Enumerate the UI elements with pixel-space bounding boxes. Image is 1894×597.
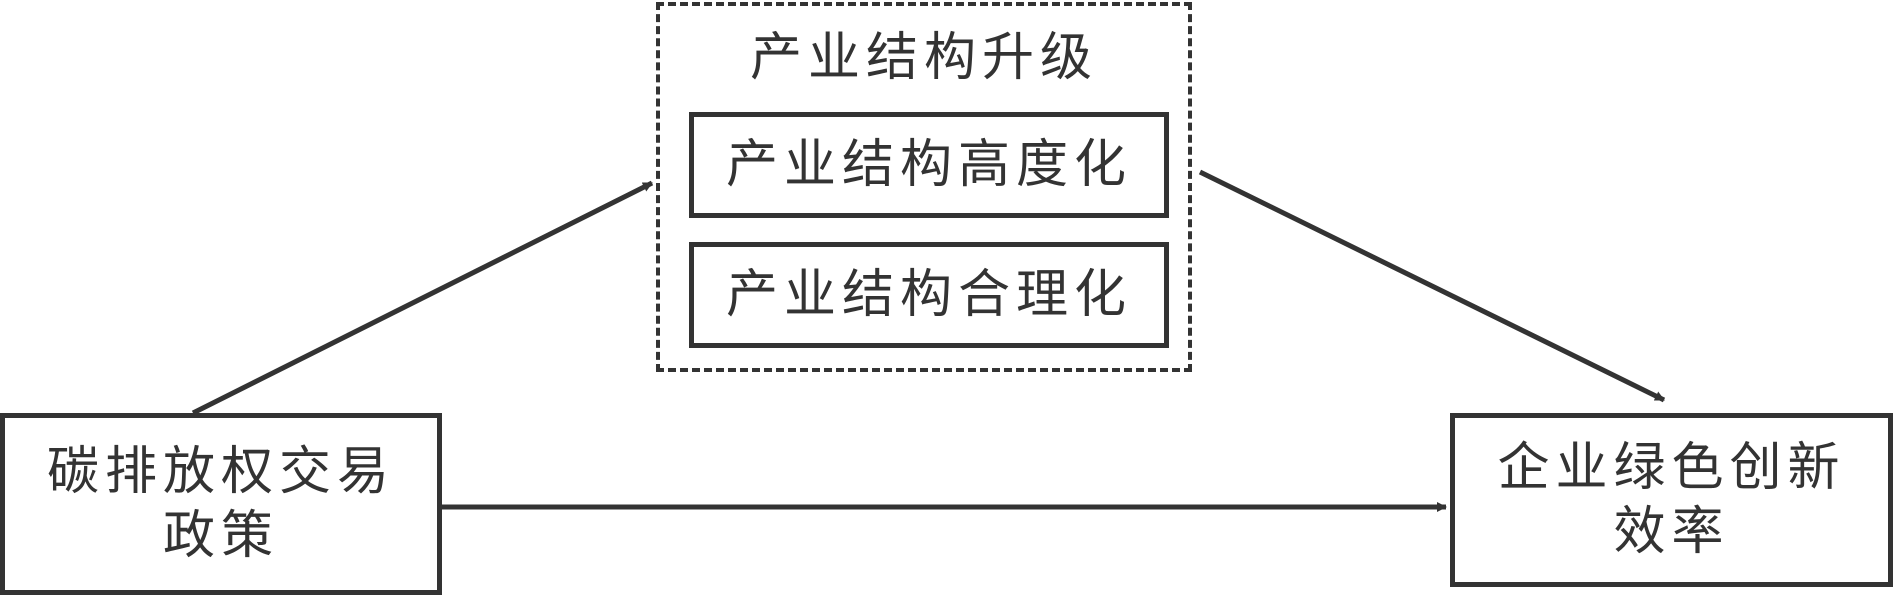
mediator-group-dashed-box [656, 2, 1192, 372]
mediator-label: 产业结构高度化 [725, 135, 1132, 195]
source-node-box: 碳排放权交易 政策 [0, 413, 442, 595]
arrow-policy-to-structure [191, 180, 654, 416]
mediator-box-rationalization: 产业结构合理化 [689, 242, 1169, 348]
target-node-line: 效率 [1613, 502, 1730, 562]
target-node-box: 企业绿色创新 效率 [1450, 413, 1893, 587]
mediator-group-title: 产业结构升级 [749, 28, 1098, 88]
source-node-line: 碳排放权交易 [46, 442, 395, 502]
source-node-line: 政策 [162, 506, 279, 566]
arrow-structure-to-efficiency [1198, 169, 1666, 403]
target-node-line: 企业绿色创新 [1497, 438, 1846, 498]
mediator-box-upgrading: 产业结构高度化 [689, 112, 1169, 218]
mediator-label: 产业结构合理化 [725, 265, 1132, 325]
